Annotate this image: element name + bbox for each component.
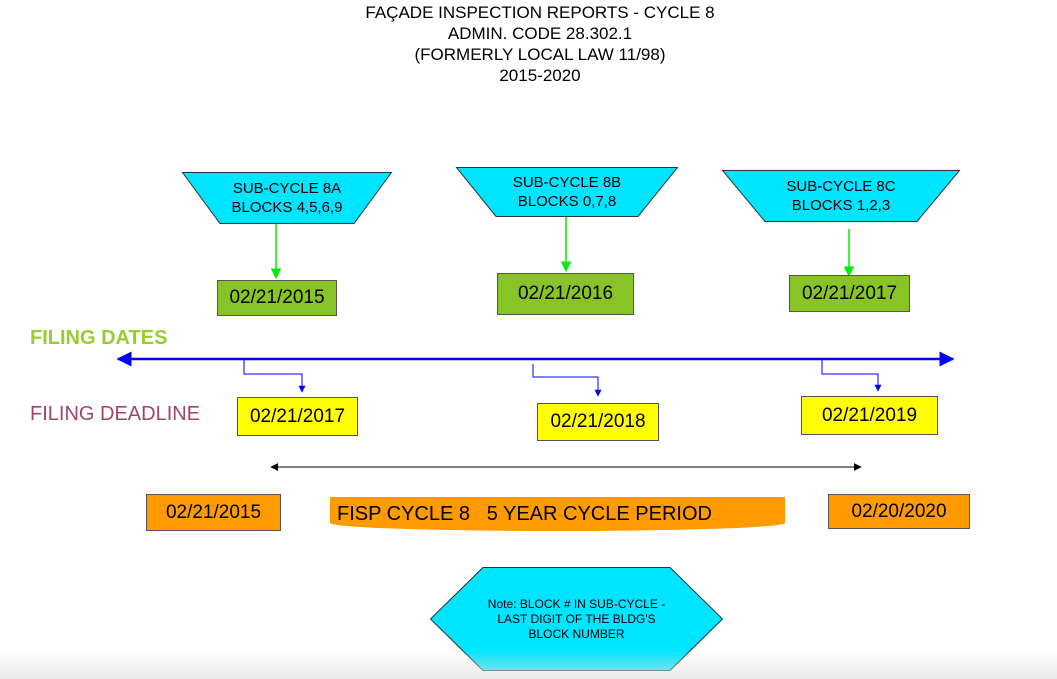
title-block: FAÇADE INSPECTION REPORTS - CYCLE 8 ADMI… (300, 2, 780, 86)
subcycle-8b-name: SUB-CYCLE 8B (512, 174, 622, 191)
filing-date-8a: 02/21/2015 (217, 280, 337, 316)
bottom-edge-shadow (0, 650, 1057, 679)
deadline-connector-8c (821, 359, 882, 392)
filing-date-8c: 02/21/2017 (789, 275, 910, 312)
deadline-connector-8b (532, 364, 602, 397)
subcycle-8a-blocks: BLOCKS 4,5,6,9 (231, 199, 343, 216)
filing-date-8b: 02/21/2016 (497, 273, 634, 315)
title-line-1: FAÇADE INSPECTION REPORTS - CYCLE 8 (365, 3, 715, 22)
subcycle-8b-blocks: BLOCKS 0,7,8 (517, 193, 617, 210)
note-line-1: Note: BLOCK # IN SUB-CYCLE - (487, 596, 666, 611)
subcycle-8c-name: SUB-CYCLE 8C (786, 178, 896, 195)
filing-dates-label: FILING DATES (30, 327, 168, 349)
note-line-3: BLOCK NUMBER (528, 626, 625, 641)
cycle-start-date: 02/21/2015 (146, 494, 281, 531)
title-line-4: 2015-2020 (499, 66, 581, 85)
deadline-8c: 02/21/2019 (801, 396, 938, 435)
title-line-3: (FORMERLY LOCAL LAW 11/98) (414, 45, 666, 64)
deadline-8b: 02/21/2018 (537, 403, 659, 441)
deadline-connector-8a (243, 359, 306, 393)
cycle-end-date: 02/20/2020 (828, 494, 970, 529)
cycle-period-banner: FISP CYCLE 8 5 YEAR CYCLE PERIOD (330, 497, 785, 531)
deadline-8a: 02/21/2017 (237, 397, 358, 436)
note-line-2: LAST DIGIT OF THE BLDG'S (497, 611, 656, 626)
title-line-2: ADMIN. CODE 28.302.1 (447, 24, 633, 43)
filing-deadline-label: FILING DEADLINE (30, 403, 201, 425)
subcycle-8c-blocks: BLOCKS 1,2,3 (791, 197, 891, 214)
subcycle-8a-name: SUB-CYCLE 8A (232, 180, 342, 197)
